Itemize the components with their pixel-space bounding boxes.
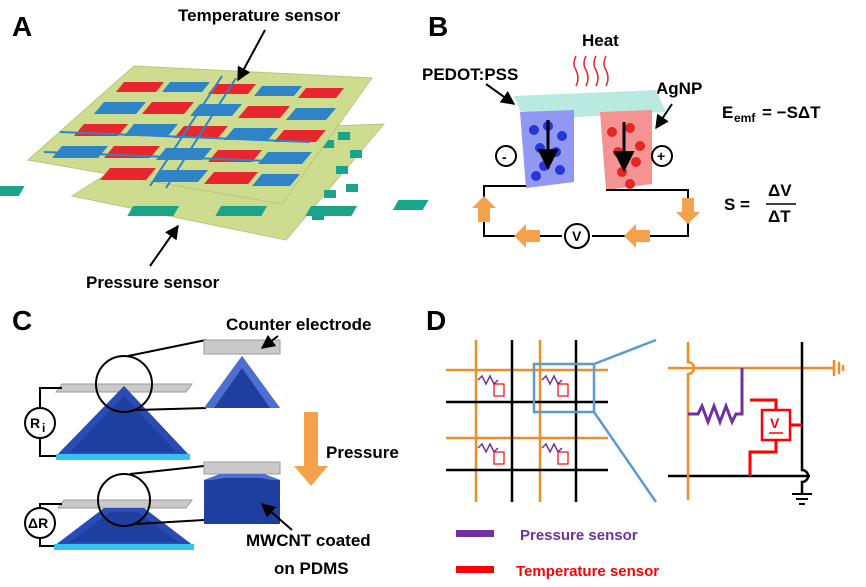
mwcnt-label-line2: on PDMS bbox=[274, 559, 349, 578]
temperature-sensor-pointer bbox=[237, 29, 266, 82]
panel-b-letter: B bbox=[428, 11, 448, 42]
temperature-wire-bottom bbox=[748, 440, 778, 476]
temperature-sensor-traces bbox=[43, 75, 311, 189]
agnp-leg bbox=[600, 110, 652, 190]
plus-sign: + bbox=[657, 148, 665, 164]
dr-label: ΔR bbox=[28, 515, 48, 531]
agnp-pointer bbox=[655, 103, 673, 130]
pressure-sensor-pads bbox=[0, 186, 429, 216]
panel-b: B Heat PEDOT:PSS AgNP bbox=[422, 11, 821, 249]
upper-zoom-line-top bbox=[127, 339, 207, 357]
seebeck-lhs: S = bbox=[724, 195, 750, 214]
temperature-wire-top bbox=[750, 398, 778, 410]
zoom-line-top bbox=[593, 338, 657, 366]
sensor-grid-black-lines bbox=[446, 340, 608, 502]
legend-pressure-label: Pressure sensor bbox=[520, 527, 638, 544]
panel-c: C R i Counter electrode Pressure bbox=[12, 305, 399, 578]
upper-pyramid-inner bbox=[70, 396, 176, 452]
panel-a-letter: A bbox=[12, 11, 32, 42]
grid-cell-sensors bbox=[477, 374, 569, 465]
current-arrows bbox=[472, 196, 700, 248]
pressure-sensor-label: Pressure sensor bbox=[86, 273, 220, 292]
mwcnt-pointer bbox=[260, 503, 293, 531]
lower-zoom-coat bbox=[204, 474, 280, 480]
dr-circuit bbox=[39, 503, 62, 547]
zoom-line-bottom bbox=[592, 411, 658, 503]
emf-subscript: emf bbox=[734, 111, 756, 125]
temperature-voltmeter-label: V bbox=[770, 415, 780, 431]
panel-d-letter: D bbox=[426, 305, 446, 336]
pressure-resistor-icon bbox=[688, 368, 744, 427]
ri-icon bbox=[24, 407, 56, 439]
counter-electrode-pointer bbox=[260, 334, 279, 349]
minus-sign: - bbox=[502, 149, 507, 165]
upper-zoom-circle bbox=[95, 355, 153, 413]
ri-circuit bbox=[39, 387, 62, 457]
lower-counter-plate bbox=[57, 499, 193, 509]
ri-subscript: i bbox=[42, 421, 45, 435]
panel-a: A bbox=[0, 6, 429, 292]
counter-electrode-label: Counter electrode bbox=[226, 315, 371, 334]
seebeck-denominator: ΔT bbox=[768, 207, 791, 226]
sensor-grid-orange-lines bbox=[446, 340, 608, 502]
lower-zoom-circle bbox=[97, 473, 151, 527]
pedot-pss-pointer bbox=[485, 83, 516, 105]
lower-zoom-block bbox=[204, 474, 280, 524]
ground-icon bbox=[792, 493, 812, 505]
plus-terminal-icon bbox=[651, 145, 673, 167]
pressure-arrow-icon bbox=[294, 412, 328, 486]
seebeck-numerator: ΔV bbox=[768, 181, 792, 200]
pressure-sensor-side-pads bbox=[312, 132, 362, 220]
lower-zoom-counter-electrode bbox=[203, 461, 281, 475]
legend-temperature-label: Temperature sensor bbox=[516, 563, 659, 580]
mwcnt-label-line1: MWCNT coated bbox=[246, 531, 371, 550]
heat-label: Heat bbox=[582, 31, 619, 50]
pressure-label: Pressure bbox=[326, 443, 399, 462]
magnified-cell: V bbox=[668, 342, 845, 505]
voltmeter-icon bbox=[564, 223, 590, 249]
minus-terminal-icon bbox=[495, 145, 517, 167]
pedot-pss-label: PEDOT:PSS bbox=[422, 65, 518, 84]
ground-right-icon bbox=[832, 360, 845, 376]
lower-zoom-line-top bbox=[129, 465, 205, 475]
panel-d: D bbox=[426, 305, 845, 580]
legend-temperature-swatch bbox=[456, 566, 494, 573]
panel-c-letter: C bbox=[12, 305, 32, 336]
zoom-box bbox=[532, 362, 596, 414]
upper-substrate bbox=[56, 454, 190, 460]
ri-label: R bbox=[30, 415, 40, 431]
emf-equation-rhs: = −SΔT bbox=[762, 103, 821, 122]
upper-zoom-line-bottom bbox=[135, 407, 207, 411]
lower-substrate bbox=[54, 544, 194, 550]
legend-pressure-swatch bbox=[456, 530, 494, 537]
temperature-sensor-label: Temperature sensor bbox=[178, 6, 341, 25]
pressure-sensor-pointer bbox=[149, 224, 179, 267]
upper-zoom-pyramid-coat bbox=[204, 356, 280, 408]
lower-zoom-line-bottom bbox=[135, 519, 205, 525]
emf-symbol: E bbox=[722, 103, 733, 122]
voltmeter-label: V bbox=[572, 228, 582, 244]
heat-waves bbox=[573, 55, 609, 87]
dr-icon bbox=[24, 507, 56, 539]
agnp-label: AgNP bbox=[656, 79, 702, 98]
